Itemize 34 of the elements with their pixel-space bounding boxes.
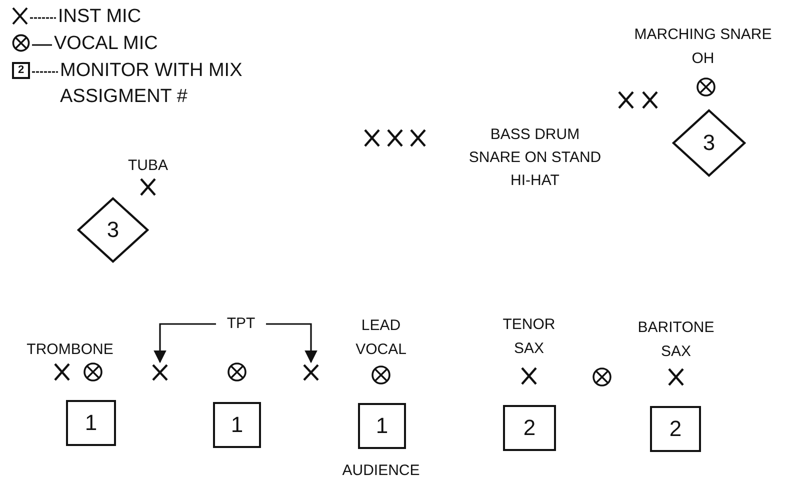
inst-mic-icon [152,364,168,381]
monitor-icon: 2 [12,62,30,79]
instrument-label: TUBA [126,156,169,176]
instrument-label: SNARE ON STAND [468,148,602,168]
instrument-label: TROMBONE [26,340,114,360]
legend-text: VOCAL MIC [54,32,159,56]
monitor-box [66,400,116,446]
monitor-box [650,406,701,452]
legend-text: INST MIC [58,5,142,29]
instrument-label: AUDIENCE [341,461,421,481]
monitor-box [503,405,556,451]
mix-number: 2 [523,417,536,439]
monitor-box [358,403,406,449]
mix-number: 2 [669,418,682,440]
mix-number: 3 [106,219,120,241]
instrument-label: TENOR SAX [502,315,556,359]
monitor-box [213,402,261,448]
arrow [266,323,318,364]
instrument-label: HI-HAT [510,171,560,191]
mix-number: 1 [230,414,244,436]
mix-number: 1 [84,412,98,434]
instrument-label: LEAD VOCAL [354,316,408,360]
arrow [154,323,216,364]
inst-mic-icon [303,364,319,381]
mix-number: 3 [702,132,716,154]
instrument-label: BASS DRUM [489,125,581,145]
instrument-label: BARITONE SAX [636,318,716,362]
legend-text: MONITOR WITH MIX ASSIGMENT # [60,59,244,109]
monitor-diamond [672,109,746,177]
monitor-diamond [77,197,149,263]
instrument-label: MARCHING SNARE [633,25,773,45]
instrument-label: TPT [220,313,262,335]
mix-number: 1 [376,415,388,437]
instrument-label: OH [690,49,716,69]
